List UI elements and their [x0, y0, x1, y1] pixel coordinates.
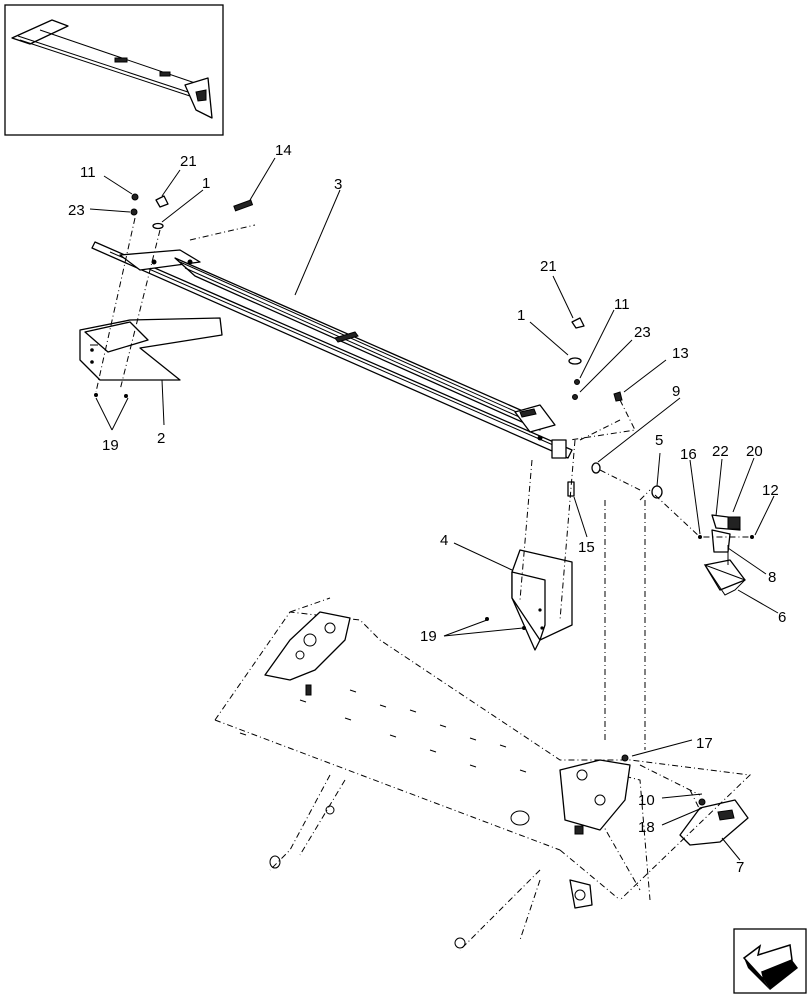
inset-assembly-thumbnail [11, 19, 213, 119]
header-tube [91, 241, 573, 459]
callout-6: 6 [778, 609, 786, 626]
part-7-bracket [679, 798, 749, 846]
callout-16: 16 [680, 446, 697, 463]
callout-23: 23 [68, 202, 85, 219]
callout-21: 21 [540, 258, 557, 275]
callout-11: 11 [614, 296, 630, 313]
callout-labels: 11 21 1 23 14 3 19 2 21 1 11 23 13 9 5 1… [68, 142, 786, 876]
callout-3: 3 [334, 176, 342, 193]
callout-14: 14 [275, 142, 292, 159]
frame-phantom [95, 217, 752, 951]
callout-7: 7 [736, 859, 744, 876]
callout-1: 1 [202, 175, 210, 192]
hardware [94, 193, 754, 630]
callout-13: 13 [672, 345, 689, 362]
callout-12: 12 [762, 482, 779, 499]
callout-1: 1 [517, 307, 525, 324]
callout-4: 4 [440, 532, 448, 549]
callout-11: 11 [80, 164, 96, 181]
callout-21: 21 [180, 153, 197, 170]
callout-19: 19 [102, 437, 119, 454]
callout-10: 10 [638, 792, 655, 809]
callout-5: 5 [655, 432, 663, 449]
lever-assembly [703, 514, 746, 596]
callout-22: 22 [712, 443, 729, 460]
locator-inset [4, 4, 224, 136]
part-4-shield [511, 549, 573, 651]
callout-9: 9 [672, 383, 680, 400]
leader-lines [89, 157, 779, 861]
callout-23: 23 [634, 324, 651, 341]
callout-20: 20 [746, 443, 763, 460]
callout-2: 2 [157, 430, 165, 447]
callout-15: 15 [578, 539, 595, 556]
part-2-shield [79, 317, 223, 381]
callout-19: 19 [420, 628, 437, 645]
callout-18: 18 [638, 819, 655, 836]
callout-8: 8 [768, 569, 776, 586]
callout-17: 17 [696, 735, 713, 752]
previous-page-arrow-icon[interactable] [733, 928, 807, 994]
